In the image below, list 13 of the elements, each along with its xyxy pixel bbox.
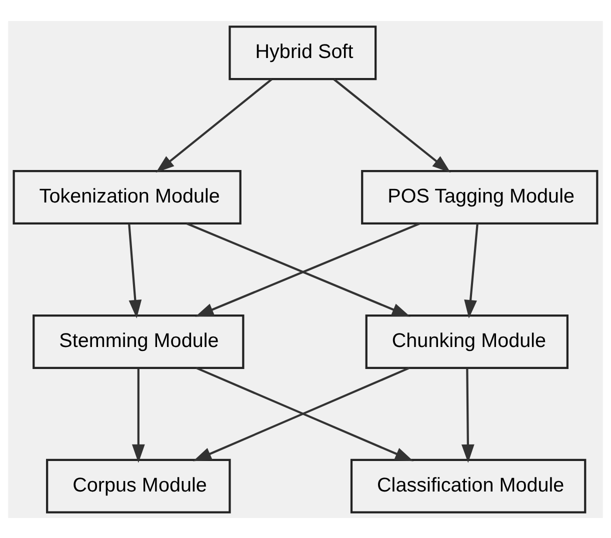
node-box: POS Tagging Module — [361, 170, 598, 224]
arrow — [464, 223, 478, 318]
node-box: Tokenization Module — [12, 170, 242, 224]
arrow — [461, 368, 474, 462]
arrow — [156, 78, 272, 172]
arrow — [132, 368, 145, 462]
node-box: Chunking Module — [365, 314, 569, 368]
arrow — [333, 78, 451, 172]
node-box: Classification Module — [350, 458, 586, 513]
node-box: Hybrid Soft — [228, 25, 377, 80]
arrow — [128, 223, 142, 318]
node-box: Stemming Module — [32, 314, 244, 368]
node-box: Corpus Module — [46, 458, 231, 513]
